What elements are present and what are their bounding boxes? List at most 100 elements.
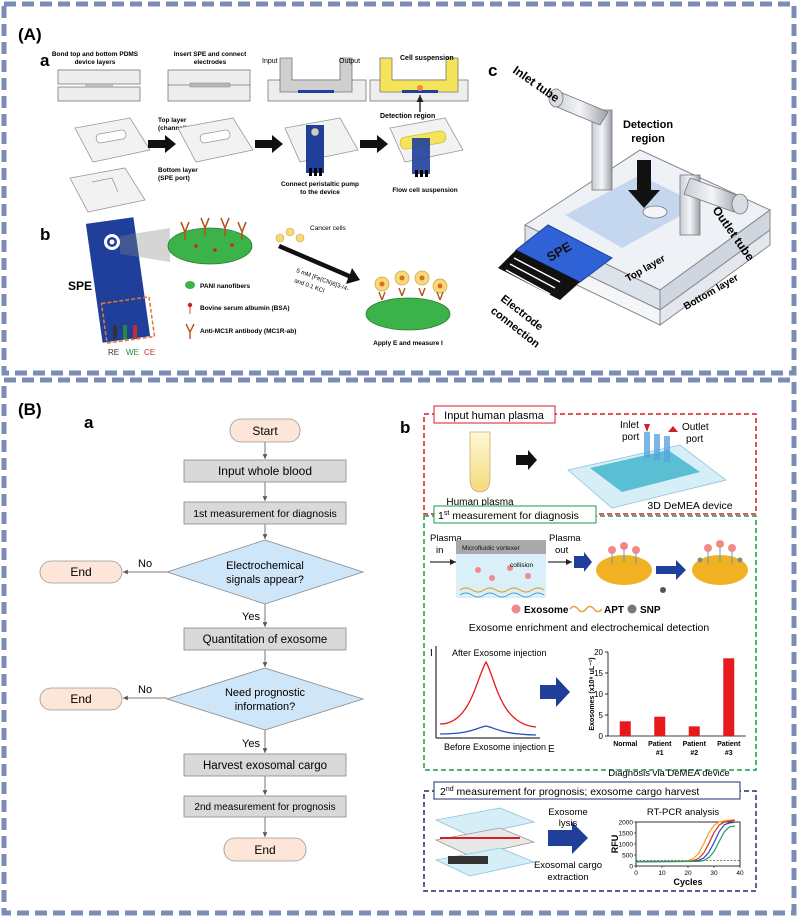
zoom-cone	[120, 228, 170, 262]
pcr-x-tick-label: 20	[684, 870, 692, 877]
panel-b-frame	[1, 377, 797, 916]
outlet-port-text: port	[686, 434, 703, 445]
detection-arrow-1	[574, 552, 592, 572]
collision-text: collision	[510, 562, 534, 569]
bar-patient-3	[723, 658, 735, 736]
electrode-before	[596, 542, 652, 585]
input-plasma-text: Input human plasma	[444, 410, 545, 422]
apt-icon	[569, 605, 603, 613]
pcr-y-tick-label: 1500	[619, 831, 634, 838]
plasma-in-2: in	[436, 545, 443, 556]
harvest-box	[183, 753, 347, 777]
first-measurement-header	[433, 505, 597, 524]
electrode-after	[692, 540, 748, 585]
inlet-tube-label: Inlet tube	[510, 63, 562, 105]
decision2-line1: Need prognostic	[225, 687, 306, 699]
first-header-num: 1	[438, 510, 444, 522]
spe-strip	[85, 217, 156, 344]
end2-text: End	[70, 692, 91, 706]
pcr-y-tick-label: 500	[622, 853, 633, 860]
pcr-y-tick-label: 1000	[619, 842, 634, 849]
decision2-line2: information?	[235, 701, 296, 713]
first-header-text: 1st measurement for diagnosis	[438, 510, 579, 522]
exosome-lysis-2: lysis	[559, 818, 578, 829]
bar-category-label: #3	[725, 750, 733, 757]
panel-a-frame	[1, 1, 797, 376]
yes2-label: Yes	[242, 738, 260, 750]
device-3d	[498, 88, 771, 326]
result-arrow	[540, 677, 570, 707]
cell-suspension-label: Cell suspension	[400, 55, 454, 62]
legend-row: Exosome APT SNP	[511, 604, 661, 616]
cross-section-3: Input Output	[262, 57, 367, 102]
flow-chip: Flow cell suspension	[389, 117, 464, 194]
bar-patient-2	[688, 726, 700, 736]
arrow-1	[148, 135, 176, 153]
bar-y-tick-label: 15	[594, 669, 603, 678]
flow-cell-label: Flow cell suspension	[392, 187, 457, 194]
vortexer-channel	[456, 540, 546, 598]
snp-legend: SNP	[640, 605, 661, 616]
connect-pump-label-b: to the device	[300, 189, 340, 196]
first-measurement-box	[183, 501, 347, 525]
human-plasma-text: Human plasma	[446, 497, 514, 508]
cancer-cells-label: Cancer cells	[310, 225, 347, 232]
assembled-chip	[177, 117, 254, 163]
lysis-arrow	[548, 822, 588, 854]
end3-text: End	[254, 843, 275, 857]
top-layer-chip: Top layer (channel)	[74, 117, 187, 163]
decision1-line2: signals appear?	[226, 574, 304, 586]
legend-pani-text: PANI nanofibers	[200, 283, 250, 290]
no2-label: No	[138, 684, 152, 696]
step1-label: Bond top and bottom PDMS	[52, 51, 139, 58]
snp-icon	[627, 604, 637, 614]
pcr-x-axis-label: Cycles	[673, 877, 702, 887]
second-measurement-header	[433, 781, 741, 800]
ce-label: CE	[144, 348, 155, 357]
exosome-legend: Exosome	[524, 605, 569, 616]
decision-prognostic	[165, 667, 365, 731]
plasma-arrow	[516, 450, 537, 470]
bar-y-tick-label: 20	[594, 648, 603, 657]
flowchart-connectors	[123, 442, 268, 837]
exosome-icon	[511, 604, 521, 614]
apply-label: Apply E and measure I	[373, 340, 443, 347]
pump-chip: Connect peristaltic pump to the device	[281, 117, 359, 196]
input-blood-text: Input whole blood	[218, 464, 312, 478]
no1-label: No	[138, 558, 152, 570]
step2-label-b: electrodes	[194, 59, 227, 66]
pani-ellipse-1	[167, 217, 253, 265]
yes1-label: Yes	[242, 611, 260, 623]
re-label: RE	[108, 348, 119, 357]
inlet-text: Inlet	[620, 420, 639, 431]
bar-category-label: Patient	[717, 741, 741, 748]
pcr-y-tick-label: 2000	[619, 820, 634, 827]
pcr-series-3	[635, 821, 735, 863]
demea-device-exploded	[434, 807, 536, 877]
step1-label-b: device layers	[75, 59, 116, 66]
first-measurement-section	[423, 515, 757, 771]
quantitation-box	[183, 627, 347, 651]
apt-legend: APT	[604, 605, 624, 616]
bottom-layer-label: Bottom layer	[158, 167, 198, 174]
first-header-sup: st	[444, 510, 450, 517]
cargo-2: extraction	[547, 872, 588, 883]
start-terminal	[229, 418, 301, 443]
legend-pani: PANI nanofibers	[185, 281, 250, 290]
input-blood-box	[183, 459, 347, 483]
plasma-out-2: out	[555, 545, 569, 556]
top-layer-label-b: (channel)	[158, 125, 187, 132]
pcr-y-axis-label: RFU	[610, 835, 620, 854]
rtpcr-title: RT-PCR analysis	[647, 807, 719, 818]
second-measurement-box	[183, 795, 347, 818]
bar-y-tick-label: 10	[594, 690, 603, 699]
harvest-text: Harvest exosomal cargo	[203, 760, 327, 772]
pcr-x-tick-label: 0	[634, 870, 638, 877]
panel-a-label: (A)	[18, 25, 42, 44]
cargo-1: Exosomal cargo	[534, 860, 602, 871]
input-label: Input	[262, 58, 278, 65]
second-measurement-text: 2nd measurement for prognosis	[194, 802, 335, 813]
